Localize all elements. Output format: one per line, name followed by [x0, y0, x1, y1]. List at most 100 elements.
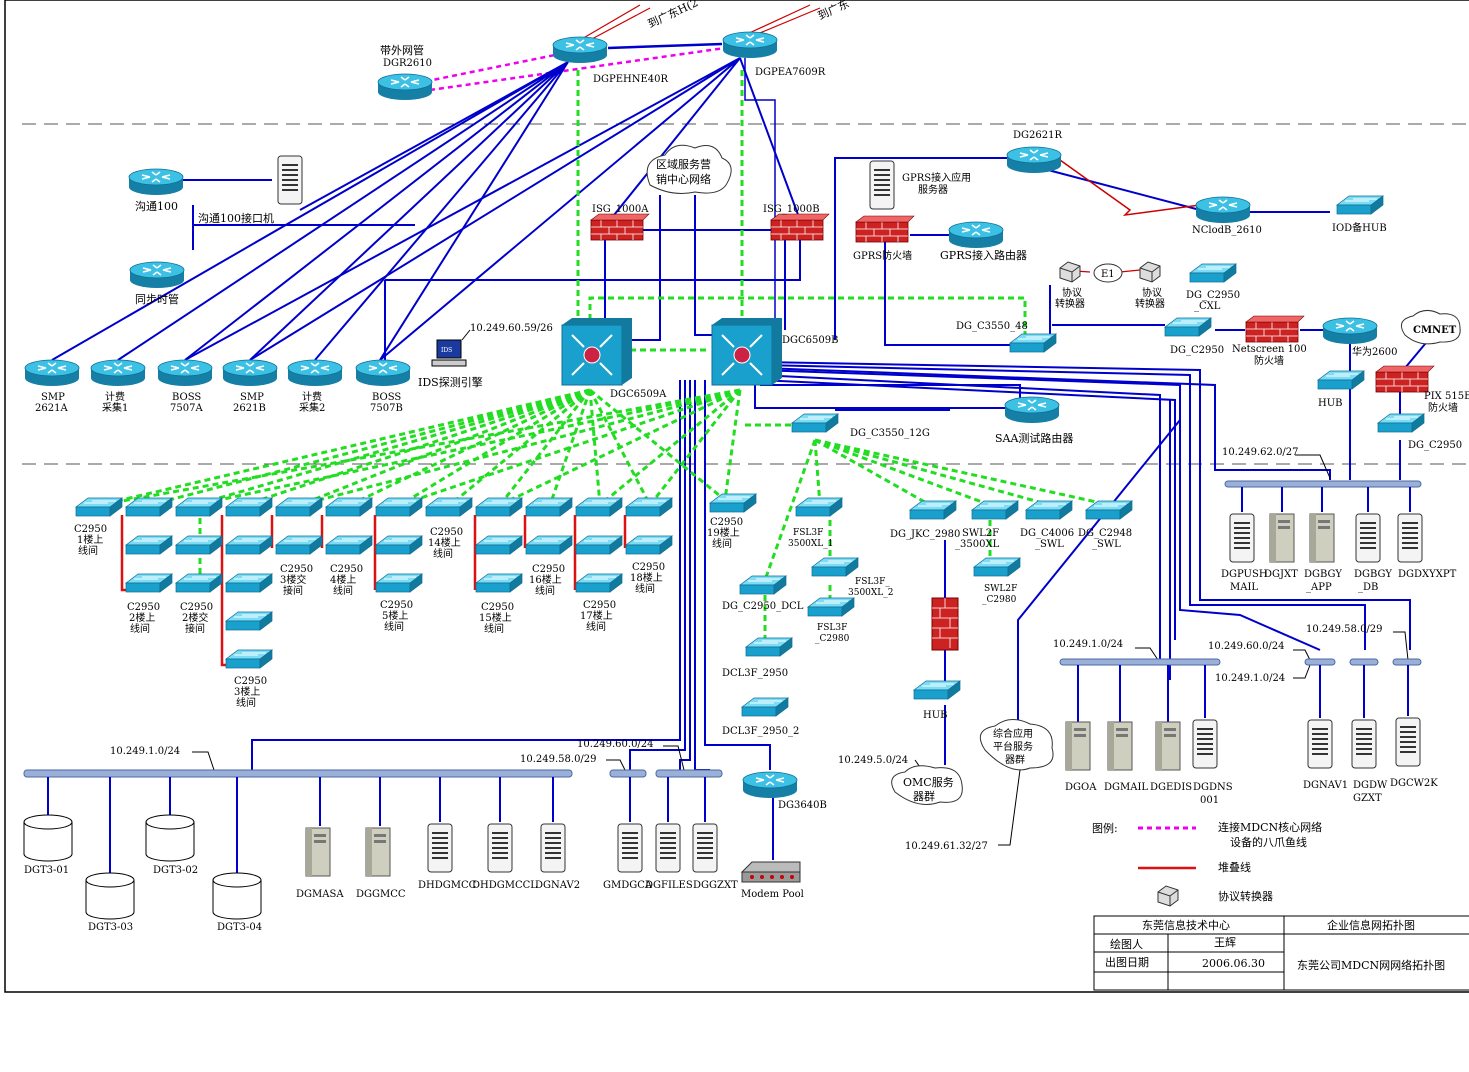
router-label: DG3640B — [778, 800, 827, 811]
firewall-isg-1000a[interactable]: ISG_1000A — [590, 204, 650, 241]
protocol-converter-1[interactable]: 协议 转换器 — [1055, 261, 1085, 310]
switch-c3550-48[interactable]: DG_C3550_48 — [956, 321, 1057, 353]
firewall-isg-1000b[interactable]: ISG_1000B — [763, 204, 830, 241]
server-dhdgmccl[interactable]: DHDGMCCL — [472, 823, 537, 891]
router-boss-7507b[interactable]: BOSS 7507B — [355, 359, 411, 414]
router-dg2621r[interactable]: DG2621R — [1006, 130, 1062, 174]
router-smp-2621a[interactable]: SMP 2621A — [24, 359, 80, 414]
modem-pool[interactable]: Modem Pool — [740, 861, 804, 900]
router-billing-1[interactable]: 计费 采集1 — [90, 359, 146, 414]
tower-icon — [1309, 513, 1335, 563]
srv-label: DHDGMCCL — [472, 880, 537, 891]
firewall-icon — [770, 213, 830, 241]
gprs-router[interactable]: GPRS接入路由器 — [940, 221, 1027, 262]
disk-icon — [23, 814, 73, 862]
server-dggzxt[interactable]: DGGZXT — [692, 823, 738, 891]
server-icon — [540, 823, 566, 873]
router-icon — [1322, 317, 1378, 345]
tb-drawer: 王辉 — [1214, 936, 1236, 949]
cmnet-cloud[interactable]: CMNET — [1400, 310, 1461, 345]
rl-ip1: 10.249.1.0/24 — [1053, 639, 1123, 650]
fsl3f3-l2: _C2980 — [815, 634, 850, 644]
server-dgdxyxpt[interactable]: DGDXYXPT — [1397, 513, 1457, 580]
core-switch-6509b[interactable]: DGC6509B — [711, 318, 838, 386]
router-icon — [1006, 146, 1062, 174]
router-icon — [552, 36, 608, 64]
server-dgbgy-app[interactable]: DGBGY _APP — [1304, 513, 1342, 593]
switch-dg-c2950[interactable]: DG_C2950 — [1164, 317, 1224, 356]
protocol-converter-2[interactable]: 协议 转换器 — [1135, 261, 1165, 310]
fl-l1: C2950 — [180, 602, 213, 613]
switch-c3550-12g[interactable]: DG_C3550_12G — [791, 413, 930, 439]
e1-cloud[interactable]: E1 — [1093, 263, 1123, 283]
disk-dgt3-01[interactable]: DGT3-01 — [23, 814, 73, 876]
server-dgcw2k[interactable]: DGCW2K — [1390, 717, 1438, 789]
server-dgmail[interactable]: DGMAIL — [1104, 721, 1148, 793]
switch-dg-c2950-b[interactable]: DG_C2950 — [1377, 413, 1462, 451]
saa-test-router[interactable]: SAA测试路由器 — [995, 396, 1073, 445]
srv-label: DGOA — [1065, 782, 1097, 793]
mid-switch-group: FSL3F 3500XL_1 FSL3F_ 3500XL_2 FSL3F _C2… — [722, 497, 1133, 737]
gprs-firewall[interactable]: GPRS防火墙 — [853, 215, 915, 262]
regional-service-cloud[interactable]: 区域服务营 销中心网络 — [646, 144, 732, 194]
router-dg3640b[interactable]: DG3640B — [742, 771, 827, 811]
server-dgjxt[interactable]: DGJXT — [1264, 513, 1298, 580]
netscreen-firewall[interactable]: Netscreen 100 防火墙 — [1232, 315, 1307, 367]
omc-server-cloud[interactable]: 10.249.5.0/24 OMC服务 器群 — [838, 755, 963, 805]
switch-c2950-cxl[interactable]: DG_C2950 _CXL — [1186, 263, 1240, 312]
server-dgoa[interactable]: DGOA — [1065, 721, 1097, 793]
firewall-tower[interactable] — [931, 597, 959, 651]
fl-l2: 17楼上 — [580, 609, 613, 622]
netscreen-label-1: Netscreen 100 — [1232, 344, 1307, 355]
firewall-icon — [1245, 315, 1305, 343]
server-dgpushmail[interactable]: DGPUSH MAIL — [1221, 513, 1268, 593]
server-dgnav2[interactable]: DGNAV2 — [535, 823, 580, 891]
server-dgfiles[interactable]: DGFILES — [645, 823, 693, 891]
core-switch-6509a[interactable]: DGC6509A — [561, 318, 667, 400]
oob-router[interactable]: 带外网管 DGR2610 — [377, 43, 433, 101]
gprs-app-server[interactable]: GPRS接入应用 服务器 — [869, 160, 971, 210]
server-dgbgy-db[interactable]: DGBGY _DB — [1354, 513, 1392, 593]
hub-right[interactable]: HUB — [1317, 370, 1365, 409]
srv-label-1: DGJXT — [1264, 569, 1298, 580]
fl-l2: 2楼上 — [129, 611, 155, 624]
router-huawei-2600[interactable]: 华为2600 — [1322, 317, 1397, 358]
disk-dgt3-03[interactable]: DGT3-03 — [85, 872, 135, 933]
server-dgmasa[interactable]: DGMASA — [296, 827, 344, 900]
disk-dgt3-02[interactable]: DGT3-02 — [145, 814, 198, 876]
iod-backup-hub[interactable]: IOD备HUB — [1332, 195, 1387, 234]
server-dhdgmcc[interactable]: DHDGMCC — [418, 823, 477, 891]
server-gmdgca[interactable]: GMDGCA — [603, 823, 653, 891]
router-smp-2621b[interactable]: SMP 2621B — [222, 359, 278, 414]
saa-label: SAA测试路由器 — [995, 431, 1073, 445]
server-dggmcc[interactable]: DGGMCC — [356, 827, 406, 900]
sync-router[interactable]: 同步时管 — [129, 261, 185, 306]
ids-sensor[interactable]: IDS 10.249.60.59/26 IDS探测引擎 — [418, 323, 553, 389]
fl-l2: 3楼上 — [234, 685, 260, 698]
router-nclodb-2610[interactable]: NClodB_2610 — [1192, 196, 1262, 236]
gt100-router[interactable]: 沟通100 — [128, 168, 184, 213]
pix-firewall[interactable]: PIX 515E 防火墙 — [1375, 365, 1469, 414]
core-router-ea[interactable]: DGPEA7609R — [722, 31, 826, 78]
core-router-ea-label: DGPEA7609R — [755, 67, 826, 78]
integrated-app-cloud[interactable]: 综合应用 平台服务 器群 10.249.61.32/27 — [905, 719, 1054, 852]
hub-right-label: HUB — [1318, 398, 1343, 409]
server-icon — [1355, 513, 1381, 563]
converter-icon — [1139, 261, 1161, 283]
srv-label: DGCW2K — [1390, 778, 1438, 789]
server-dgnav1[interactable]: DGNAV1 — [1303, 719, 1348, 791]
router-label-1: BOSS — [172, 392, 201, 403]
floor-16-label: C2950 16楼上 线间 — [529, 564, 565, 597]
router-boss-7507a[interactable]: BOSS 7507A — [157, 359, 213, 414]
router-billing-2[interactable]: 计费 采集2 — [287, 359, 343, 414]
server-dgedis[interactable]: DGEDIS — [1150, 721, 1192, 793]
srv-label-2: GZXT — [1353, 793, 1382, 804]
disk-dgt3-04[interactable]: DGT3-04 — [212, 872, 262, 933]
gt100-interface-server[interactable]: 沟通100接口机 — [198, 155, 303, 225]
core-router-ehne[interactable]: DGPEHNE40R — [552, 36, 669, 85]
conv2-label-1: 协议 — [1142, 286, 1162, 299]
srv-label-1: DGBGY — [1354, 569, 1392, 580]
gprs-server-label-2: 服务器 — [918, 183, 948, 196]
